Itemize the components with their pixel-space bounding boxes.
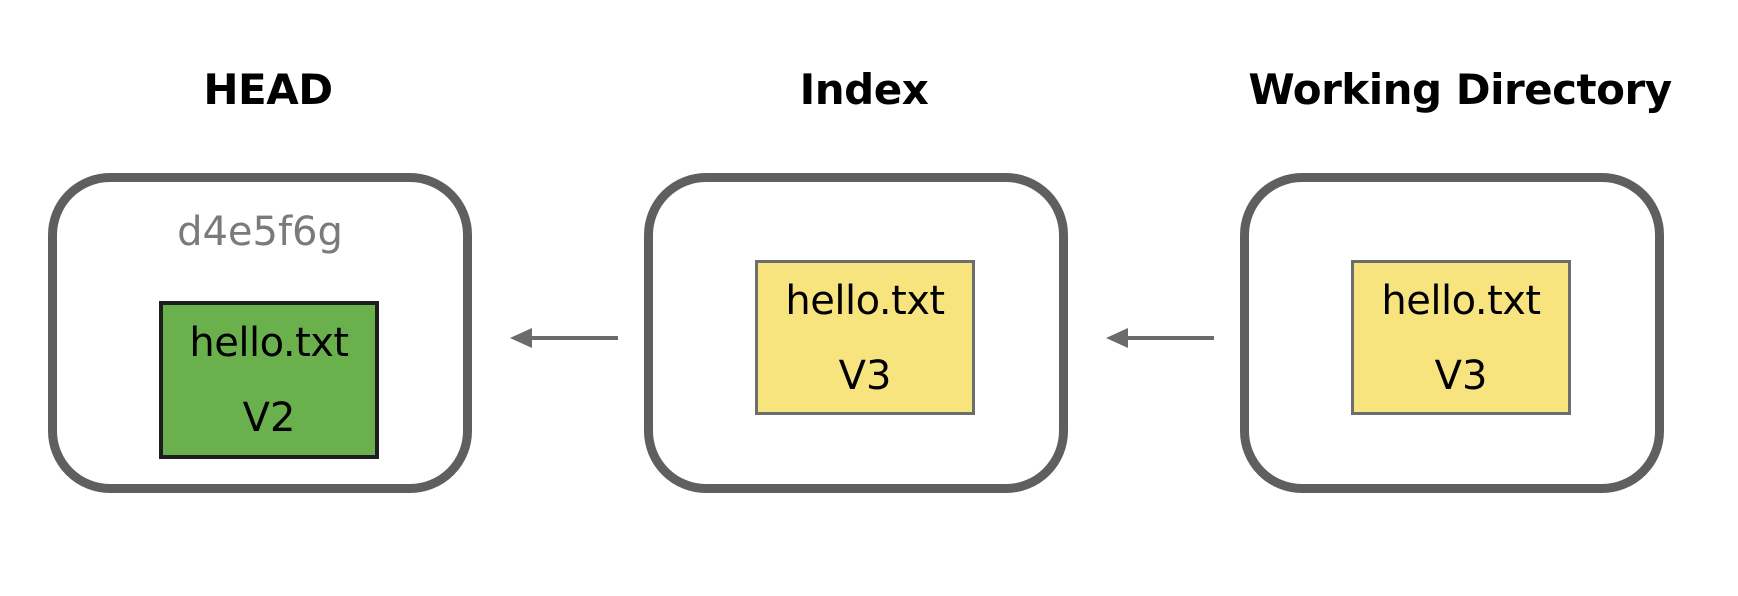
working-directory-file-card: hello.txt V3 xyxy=(1351,260,1571,415)
index-title: Index xyxy=(799,65,929,114)
arrow-left-icon xyxy=(510,328,618,348)
head-file-card: hello.txt V2 xyxy=(159,301,379,459)
file-name: hello.txt xyxy=(785,278,945,324)
commit-hash: d4e5f6g xyxy=(177,209,343,255)
file-name: hello.txt xyxy=(189,320,349,366)
head-area: d4e5f6g hello.txt V2 xyxy=(48,173,472,493)
file-name: hello.txt xyxy=(1381,278,1541,324)
file-version: V2 xyxy=(242,395,296,441)
arrow-left-icon xyxy=(1106,328,1214,348)
file-version: V3 xyxy=(1434,353,1488,399)
working-directory-title: Working Directory xyxy=(1248,65,1672,114)
working-directory-area: hello.txt V3 xyxy=(1240,173,1664,493)
index-file-card: hello.txt V3 xyxy=(755,260,975,415)
head-title: HEAD xyxy=(203,65,333,114)
index-area: hello.txt V3 xyxy=(644,173,1068,493)
file-version: V3 xyxy=(838,353,892,399)
